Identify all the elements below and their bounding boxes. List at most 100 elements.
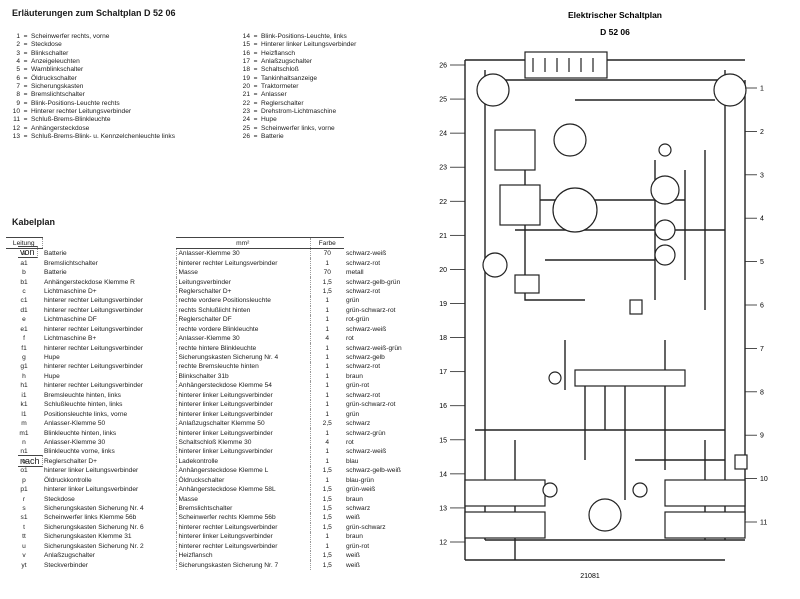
mm2-cell: 1 [325, 372, 330, 380]
header-nach: nach [18, 454, 43, 467]
legend-item-label: Schaltschloß [261, 66, 299, 74]
legend-item-equals: = [253, 124, 258, 132]
nach-cell: hinterer rechter Leitungsverbinder [176, 258, 311, 268]
farbe-cell: weiß [346, 552, 360, 560]
diagram-subtitle: D 52 06 [600, 27, 630, 37]
header-mm2: mm² [176, 237, 311, 249]
legend-item: 9=Blink-Positions-Leuchte rechts [8, 100, 175, 108]
mm2-cell: 1 [325, 410, 330, 418]
turn-signal-switch-symbol [650, 175, 680, 205]
mm2-cell: 1,5 [322, 561, 332, 569]
traktormeter-symbol [552, 187, 598, 233]
legend-item-label: Blink-Positions-Leuchte rechts [31, 99, 120, 107]
right-tail-lamp-symbol [664, 511, 746, 539]
mm2-cell: 1,5 [322, 523, 332, 531]
farbe-cell: weiß [346, 561, 360, 569]
farbe-cell: grün-schwarz-rot [346, 306, 396, 314]
nach-cell: hinterer rechter Leitungsverbinder [176, 522, 311, 533]
leitung-cell: p [22, 476, 26, 484]
von-cell: hinterer rechter Leitungsverbinder [42, 343, 177, 353]
legend-item-equals: = [23, 83, 28, 91]
nach-cell: hinterer linker Leitungsverbinder [176, 390, 311, 400]
nach-cell: hinterer rechter Leitungsverbinder [176, 541, 311, 551]
leitung-cell: n1 [20, 448, 28, 456]
callout-number: 15 [439, 437, 447, 444]
left-headlight-symbol [476, 73, 510, 107]
legend-item-equals: = [23, 124, 28, 132]
legend-item: 16=Heizflansch [238, 50, 356, 58]
legend-item-number: 25 [242, 124, 250, 132]
diagram-title: Elektrischer Schaltplan [568, 10, 662, 20]
leitung-cell: o1 [20, 467, 28, 475]
nach-cell: Blinkschalter 31b [176, 371, 311, 382]
mm2-cell: 1 [325, 363, 330, 371]
callout-number: 19 [439, 301, 447, 308]
legend-item-label: Anhängersteckdose [31, 124, 90, 132]
legend-item-equals: = [253, 99, 258, 107]
farbe-cell: schwarz-rot [346, 287, 381, 295]
legend-title: Erläuterungen zum Schaltplan D 52 06 [12, 8, 176, 18]
nach-cell: Ladekontrolle [176, 456, 311, 467]
farbe-cell: schwarz-grün [346, 429, 386, 437]
leitung-cell: s [22, 505, 26, 513]
nach-cell: Sicherungskasten Sicherung Nr. 7 [176, 560, 311, 570]
legend-item-label: Anzeigeleuchten [31, 58, 80, 66]
farbe-cell: schwarz-weiß [346, 249, 387, 257]
legend-item-number: 23 [242, 108, 250, 116]
farbe-cell: schwarz-weiß-grün [346, 344, 402, 352]
legend-item-number: 7 [16, 83, 20, 91]
legend-item-label: Traktormeter [261, 83, 299, 91]
legend-item-label: Drehstrom-Lichtmaschine [261, 108, 337, 116]
leitung-cell: i1 [21, 391, 27, 399]
von-cell: Reglerschalter D+ [42, 456, 177, 467]
indicator-lights-symbol [654, 219, 676, 241]
nach-cell: Anlasser-Klemme 30 [176, 333, 311, 344]
leitung-cell: c1 [20, 297, 28, 305]
farbe-cell: blau-grün [346, 476, 374, 484]
regulator-symbol [499, 184, 541, 226]
socket-symbol [658, 143, 672, 157]
legend-item-equals: = [253, 58, 258, 66]
mm2-cell: 1 [325, 344, 330, 352]
leitung-cell: f [23, 335, 25, 343]
mm2-cell: 1 [325, 476, 330, 484]
leitung-cell: m [21, 420, 27, 428]
nach-cell: Anhängersteckdose Klemme L [176, 466, 311, 476]
legend-and-cable-plan: Erläuterungen zum Schaltplan D 52 06 1=S… [6, 8, 416, 570]
von-cell: Scheinwerfer links Klemme 56b [42, 513, 177, 523]
mm2-cell: 1 [325, 316, 330, 324]
legend-item-equals: = [253, 116, 258, 124]
legend-item-equals: = [253, 108, 258, 116]
legend-item: 6=Öldruckschalter [8, 75, 175, 83]
legend-item: 22=Reglerschalter [238, 100, 356, 108]
von-cell: Sicherungskasten Sicherung Nr. 4 [42, 503, 177, 514]
nach-cell: Öldruckschalter [176, 475, 311, 485]
legend-item-number: 17 [242, 58, 250, 66]
legend-item-number: 4 [16, 58, 20, 66]
legend-item-equals: = [23, 58, 28, 66]
von-cell: hinterer rechter Leitungsverbinder [42, 381, 177, 391]
nach-cell: Anhängersteckdose Klemme 58L [176, 484, 311, 495]
mm2-cell: 1 [325, 448, 330, 456]
nach-cell: hinterer linker Leitungsverbinder [176, 400, 311, 410]
mm2-cell: 1,5 [322, 495, 332, 503]
leitung-cell: p1 [20, 486, 28, 494]
von-cell: Positionsleuchte links, vorne [42, 409, 177, 419]
leitung-cell: b [22, 269, 26, 277]
farbe-cell: grün [346, 410, 360, 418]
left-position-lamp-symbol [464, 479, 546, 507]
legend-item-number: 21 [242, 91, 250, 99]
leitung-cell: h1 [20, 382, 28, 390]
farbe-cell: braun [346, 495, 363, 503]
nach-cell: rechte vordere Positionsleuchte [176, 296, 311, 306]
leitung-cell: yt [21, 561, 27, 569]
